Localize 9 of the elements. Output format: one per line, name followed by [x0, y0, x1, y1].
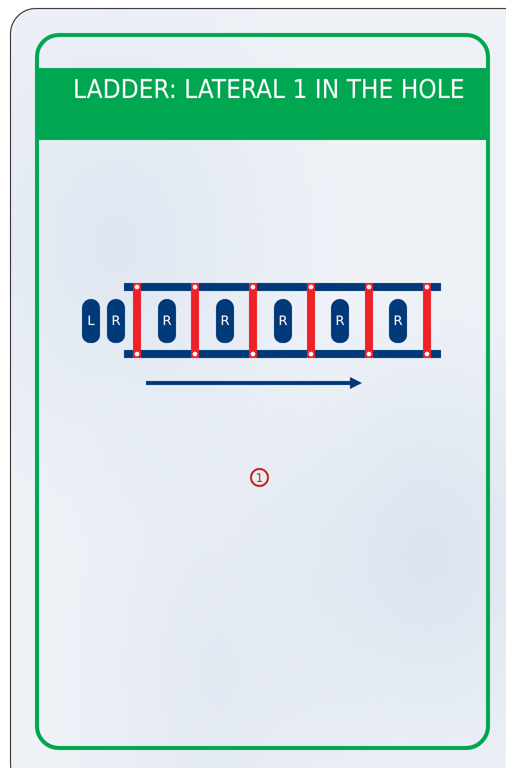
footprint: R: [158, 299, 176, 343]
footprint: R: [331, 299, 349, 343]
footprint: R: [216, 299, 234, 343]
title: LADDER: LATERAL 1 IN THE HOLE: [73, 74, 466, 107]
footprint: R: [274, 299, 292, 343]
footprint: R: [107, 299, 125, 343]
footprint: L: [82, 299, 100, 343]
footprint: R: [389, 299, 407, 343]
step-number: 1: [250, 468, 269, 487]
